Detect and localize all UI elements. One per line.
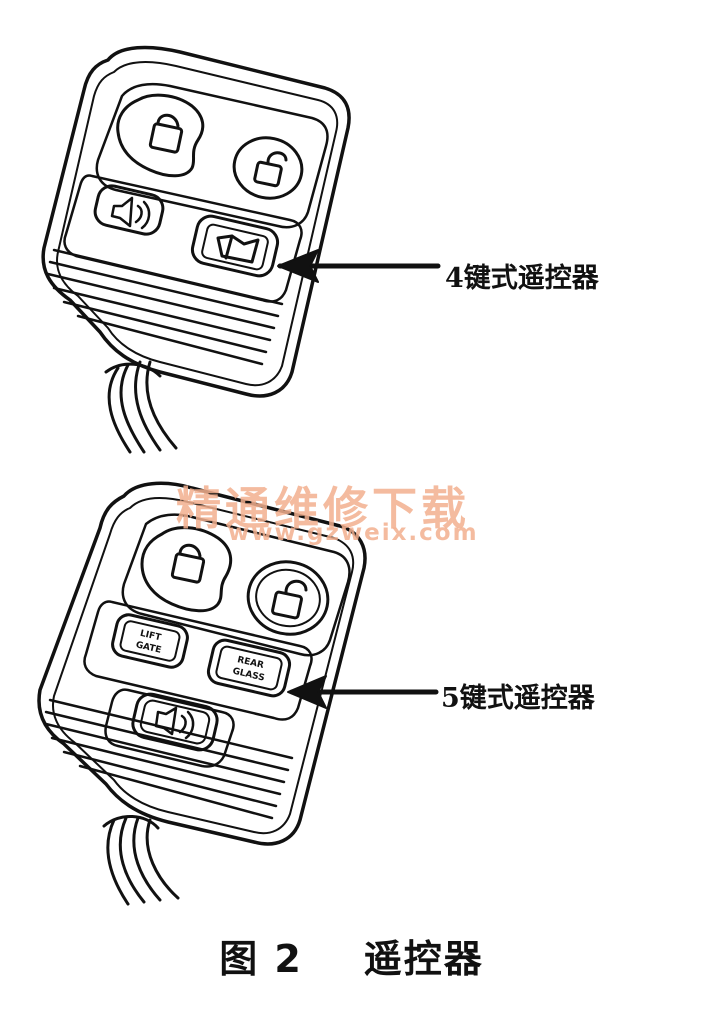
lock-open-icon [253, 151, 288, 188]
watermark-url: www.gzweix.com [228, 520, 479, 546]
rear-glass-button[interactable] [206, 638, 292, 698]
callout-label-4key: 4键式遥控器 [445, 263, 599, 294]
lock-open-icon [271, 579, 308, 620]
figure-number: 图 2 [219, 937, 303, 981]
keyring-cord [104, 360, 178, 454]
lock-closed-icon [170, 543, 206, 584]
panic-button[interactable] [130, 691, 220, 752]
trunk-icon [216, 234, 260, 264]
lock-closed-icon [148, 113, 184, 154]
liftgate-label-line1: LIFT [139, 629, 163, 644]
figure-title: 遥控器 [363, 937, 484, 981]
grip-ribs [46, 248, 284, 366]
callout-label-5key: 5键式遥控器 [441, 683, 595, 714]
horn-icon [110, 196, 151, 230]
panic-button[interactable] [92, 183, 165, 237]
keyring-cord [102, 814, 180, 906]
grip-ribs [44, 698, 294, 820]
figure-caption: 图 2 遥控器 [0, 928, 703, 983]
caption-spacer [303, 937, 364, 981]
watermark-text: 精通维修下载 [176, 482, 471, 535]
lock-button[interactable] [116, 93, 205, 178]
trunk-button[interactable] [190, 213, 281, 278]
unlock-button[interactable] [241, 554, 334, 641]
callout-arrow-4key [277, 249, 441, 283]
liftgate-button[interactable] [110, 612, 190, 669]
lock-button[interactable] [140, 526, 233, 613]
five-key-remote [37, 481, 367, 906]
remote-body-outline [41, 45, 351, 398]
callout-arrow-5key [287, 675, 439, 709]
four-key-remote [41, 45, 351, 454]
remote-body-outline [37, 481, 367, 846]
unlock-button[interactable] [229, 132, 308, 205]
